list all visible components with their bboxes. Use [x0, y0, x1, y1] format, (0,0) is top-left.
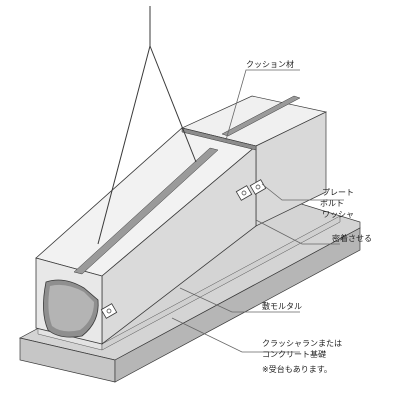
leader-base	[171, 317, 300, 353]
foundation-base-side	[114, 227, 361, 383]
leader-mortar	[179, 287, 300, 313]
lifting-wires	[97, 6, 197, 245]
label-bolt: ボルト	[320, 199, 344, 208]
cushion-material	[181, 127, 257, 151]
mortar-side	[101, 215, 341, 351]
label-cushion: クッション材	[246, 59, 294, 69]
label-seal: 密着させる	[332, 233, 372, 243]
far-unit-slot	[221, 95, 301, 137]
leader-plate	[261, 183, 344, 201]
label-washer: ワッシャ	[322, 210, 354, 219]
gutter-unit-near	[35, 127, 257, 345]
label-base-line2: コンクリート基礎	[262, 349, 326, 359]
connecting-plate-front	[100, 303, 118, 319]
connecting-plate-joint	[235, 179, 267, 201]
labels: クッション材 プレート ボルト ワッシャ 密着させる 敷モルタル クラッシャラン…	[246, 59, 372, 374]
leader-cushion	[225, 69, 300, 141]
label-mortar: 敷モルタル	[262, 301, 302, 311]
channel-opening-shade	[48, 284, 94, 332]
label-note: ※受台もあります。	[262, 364, 332, 374]
label-plate: プレート	[322, 188, 354, 197]
leader-lines	[171, 69, 344, 353]
label-base-line1: クラッシャランまたは	[262, 339, 342, 348]
cover-slot	[73, 147, 219, 275]
leader-seal	[255, 219, 340, 245]
